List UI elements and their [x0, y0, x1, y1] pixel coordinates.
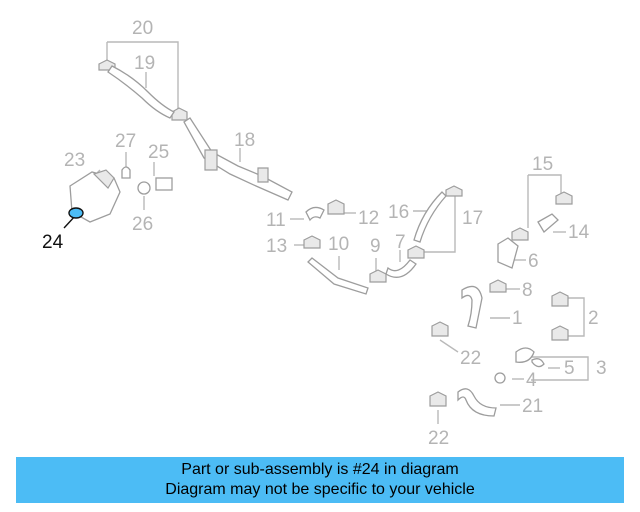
callout-8: 8 — [522, 280, 533, 301]
callout-21: 21 — [522, 396, 543, 417]
callout-12: 12 — [358, 208, 379, 229]
callout-19: 19 — [134, 53, 155, 74]
gray-parts — [69, 59, 573, 417]
callout-4: 4 — [526, 370, 537, 391]
callout-24: 24 — [42, 232, 64, 253]
callout-5: 5 — [564, 358, 575, 379]
info-banner: Part or sub-assembly is #24 in diagram D… — [16, 457, 624, 503]
callout-1: 1 — [512, 308, 523, 329]
part-24-o-ring — [68, 207, 84, 219]
callout-27: 27 — [115, 131, 136, 152]
banner-line-1: Part or sub-assembly is #24 in diagram — [181, 461, 459, 478]
callout-3: 3 — [596, 358, 607, 379]
callout-7: 7 — [395, 232, 406, 253]
callout-9: 9 — [370, 236, 381, 257]
callout-15: 15 — [532, 154, 553, 175]
callout-2: 2 — [588, 308, 599, 329]
callout-22-lower: 22 — [428, 428, 449, 449]
leader-lines — [63, 41, 589, 424]
callout-17: 17 — [462, 208, 483, 229]
callout-23: 23 — [64, 150, 85, 171]
callout-16: 16 — [388, 202, 409, 223]
callout-6: 6 — [528, 251, 539, 272]
callout-14: 14 — [568, 222, 590, 243]
callout-11: 11 — [266, 210, 286, 231]
callout-labels: 20 19 18 27 23 25 26 24 15 14 17 16 11 1… — [42, 18, 607, 449]
callout-26: 26 — [132, 214, 153, 235]
callout-13: 13 — [266, 236, 287, 257]
callout-22-upper: 22 — [460, 348, 481, 369]
banner-line-2: Diagram may not be specific to your vehi… — [165, 481, 475, 498]
callout-18: 18 — [234, 130, 255, 151]
callout-20: 20 — [132, 18, 153, 39]
callout-10: 10 — [328, 234, 349, 255]
callout-25: 25 — [148, 142, 169, 163]
